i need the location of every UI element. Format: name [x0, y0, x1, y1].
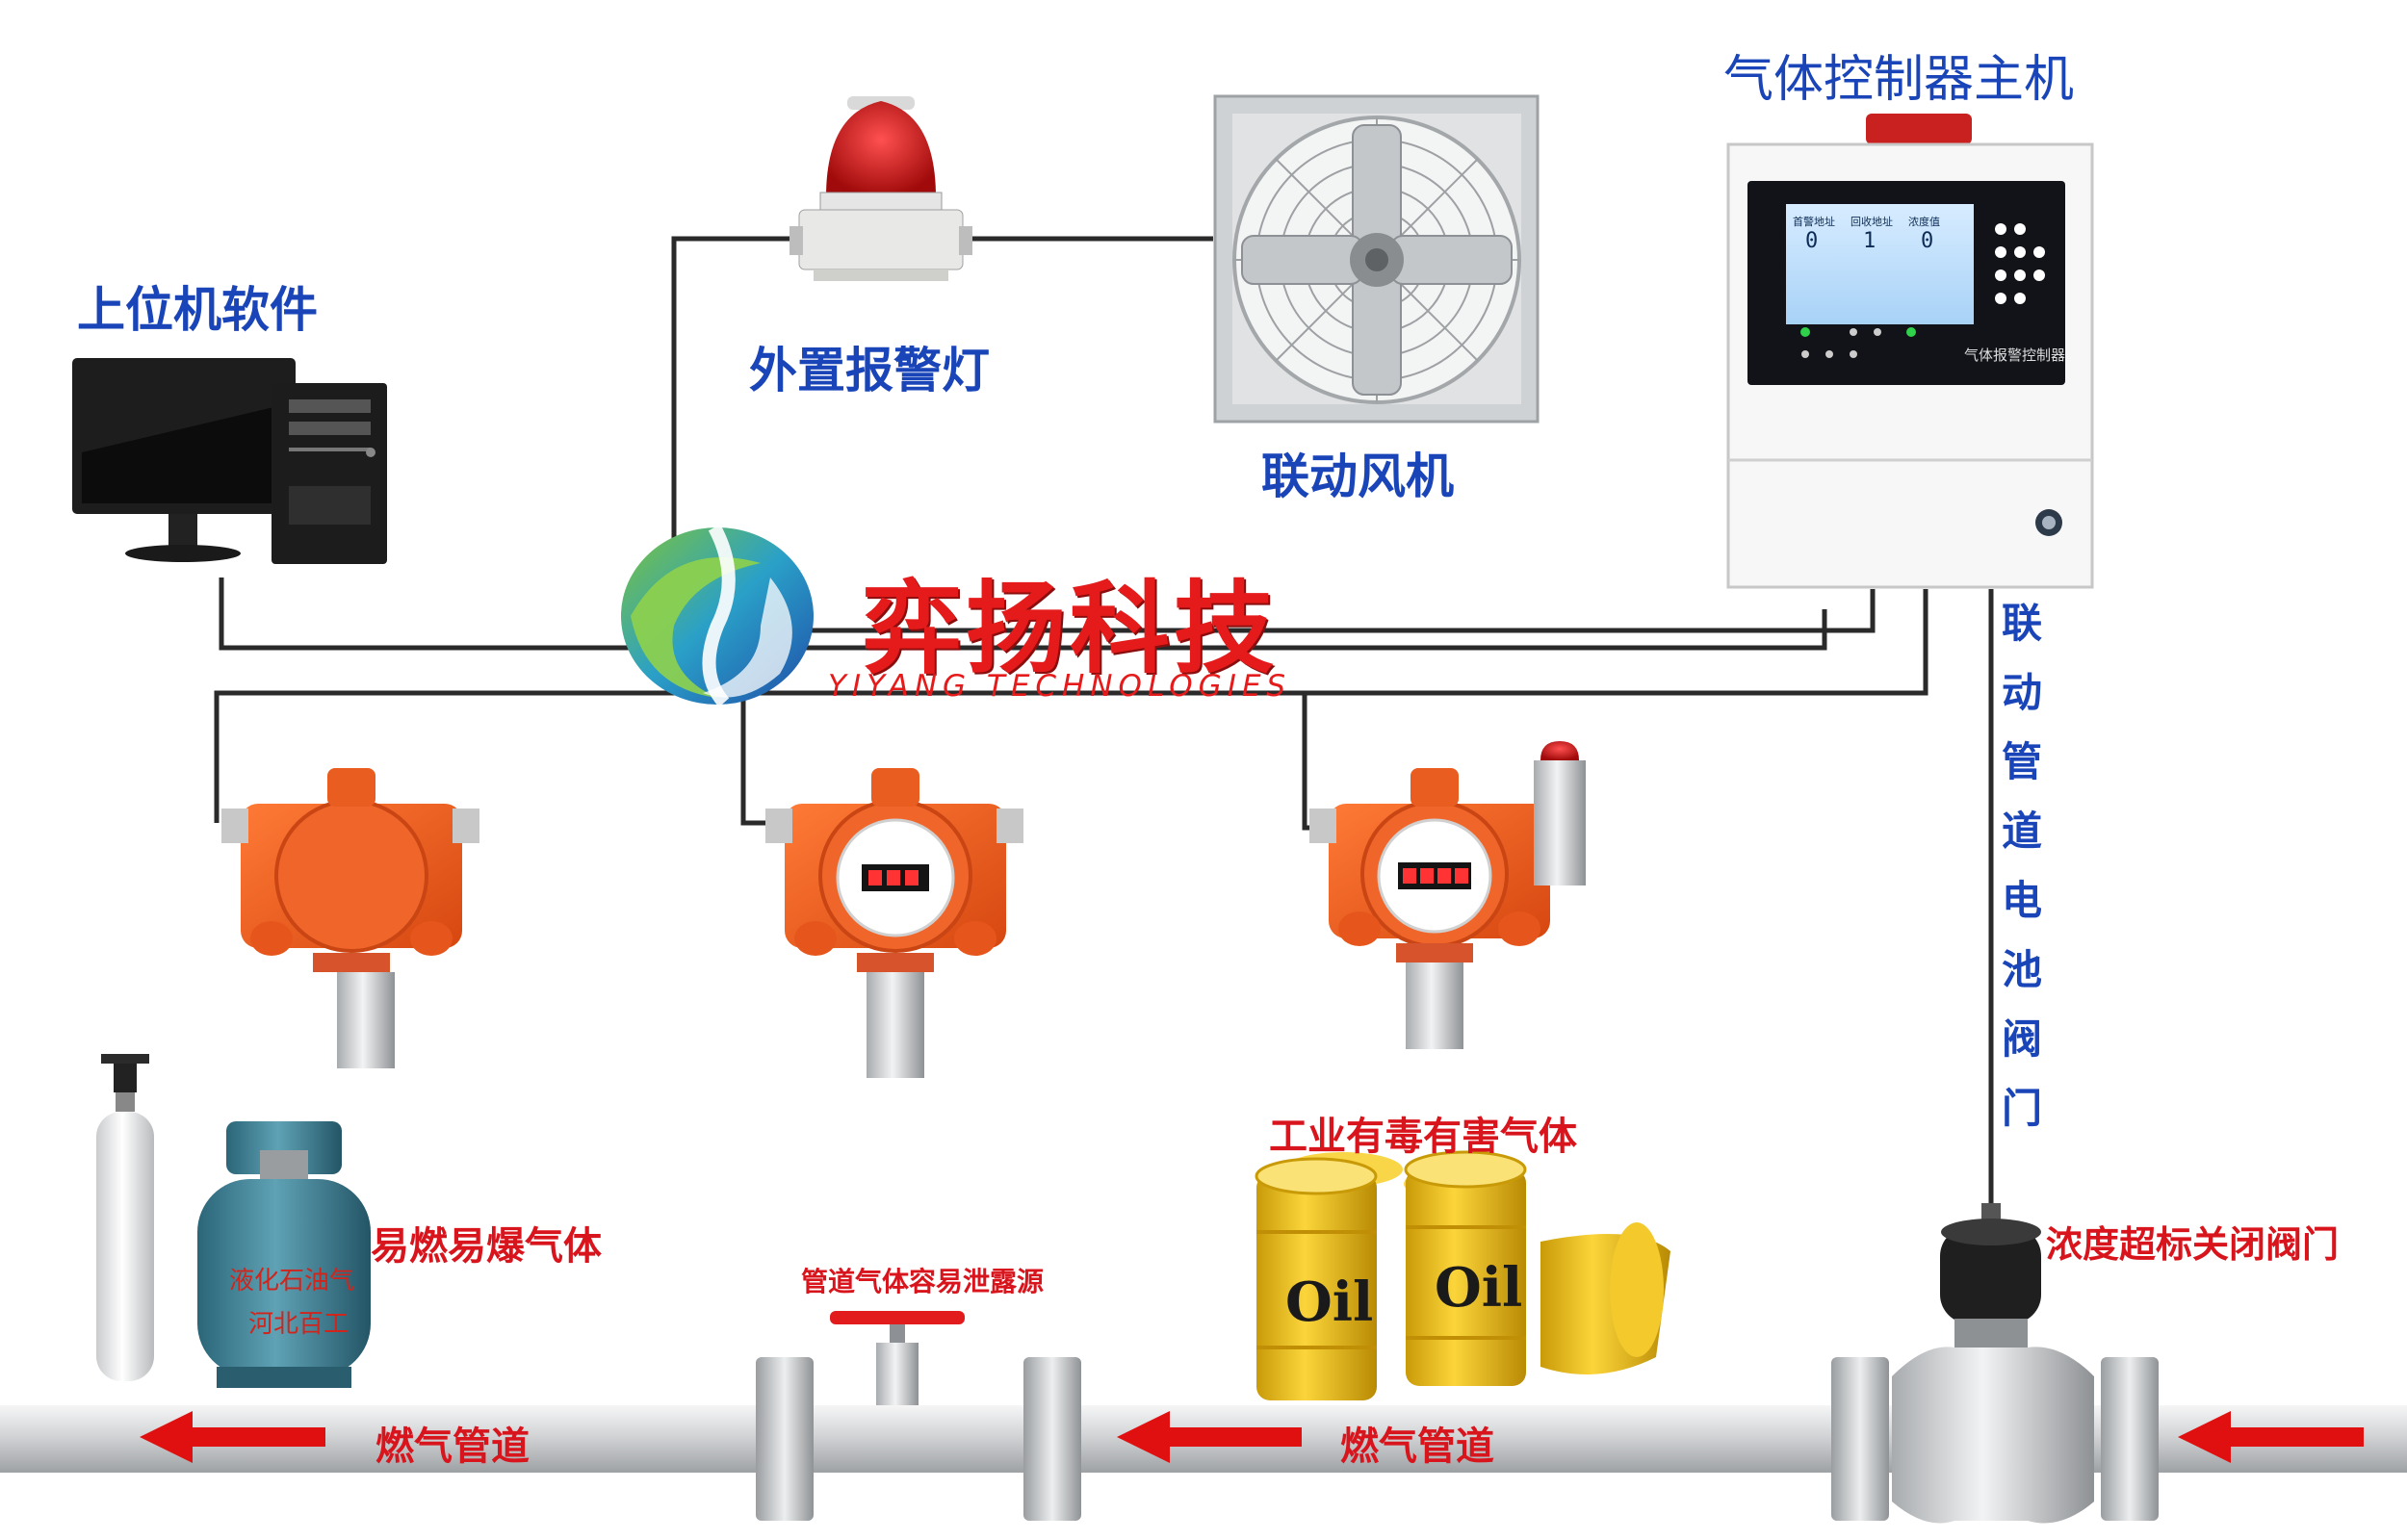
external-alarm-light — [789, 96, 972, 281]
signal-wires — [214, 236, 1994, 1203]
oil-barrels — [1255, 1150, 1670, 1400]
gas-detector-3 — [1309, 741, 1586, 1049]
linked-fan — [1213, 94, 1540, 424]
pipeline-leak-source-label: 管道气体容易泄露源 — [801, 1266, 1045, 1297]
oil-barrel-label-2: Oil — [1435, 1256, 1523, 1320]
brand-name-en: YIYANG TECHNOLOGIES — [828, 669, 1292, 704]
overlimit-close-valve-label: 浓度超标关闭阀门 — [2046, 1223, 2340, 1266]
lcd-header-2: 回收地址 — [1851, 216, 1893, 228]
leak-valve — [830, 1311, 965, 1405]
controller-host-label: 气体控制器主机 — [1723, 51, 2075, 109]
flow-arrows — [140, 1411, 2364, 1463]
brand-logo — [621, 524, 814, 707]
oil-barrel-label-1: Oil — [1285, 1270, 1374, 1334]
white-gas-cylinder — [96, 1054, 154, 1381]
lcd-value-3: 0 — [1921, 229, 1934, 253]
gas-detector-1 — [221, 768, 479, 1068]
lcd-value-1: 0 — [1805, 229, 1819, 253]
gas-detector-2 — [765, 768, 1023, 1078]
lpg-label-bottom: 河北百工 — [248, 1310, 349, 1339]
industrial-toxic-gas-label: 工业有毒有害气体 — [1269, 1115, 1577, 1159]
lpg-cylinder — [197, 1121, 371, 1388]
lcd-header-3: 浓度值 — [1908, 216, 1940, 228]
solenoid-valve — [1892, 1203, 2094, 1524]
host-computer — [72, 358, 387, 564]
external-alarm-light-label: 外置报警灯 — [749, 343, 990, 398]
host-software-label: 上位机软件 — [77, 282, 318, 338]
flammable-gas-label: 易燃易爆气体 — [371, 1224, 602, 1269]
gas-pipeline-label-mid: 燃气管道 — [1340, 1424, 1494, 1469]
gas-pipeline-label-left: 燃气管道 — [375, 1424, 530, 1469]
controller-model-text: 气体报警控制器 — [1964, 346, 2066, 364]
lpg-label-top: 液化石油气 — [229, 1267, 355, 1296]
linked-fan-label: 联动风机 — [1261, 449, 1454, 504]
brand-name-cn: 弈扬科技 — [862, 570, 1279, 687]
controller-host — [1726, 114, 2094, 589]
lcd-value-2: 1 — [1863, 229, 1876, 253]
lcd-header-1: 首警地址 — [1793, 216, 1835, 228]
linked-valve-label: 联动管道电池阀门 — [2001, 600, 2042, 1132]
